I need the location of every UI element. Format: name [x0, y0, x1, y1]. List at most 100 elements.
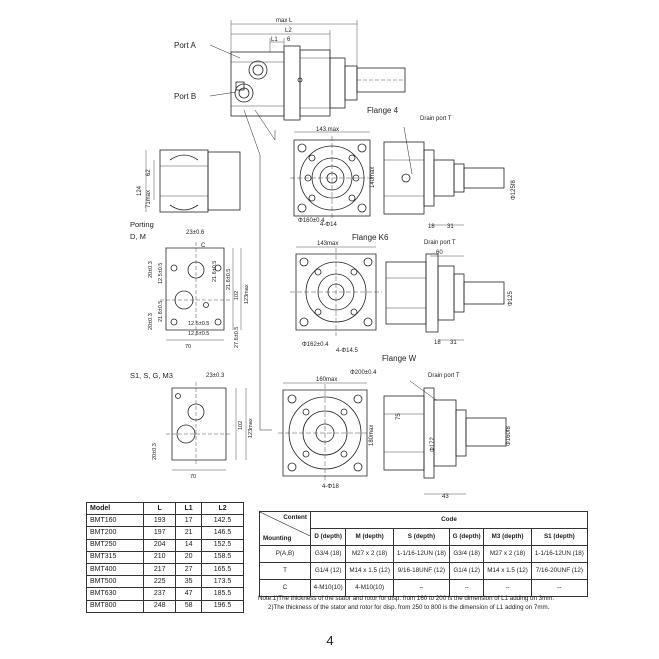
motor-side-view	[209, 20, 406, 121]
table-cell: M14 x 1.5 (12)	[483, 562, 532, 580]
dim-143-max-b: 143max	[317, 241, 338, 247]
dim-l1: L1	[271, 37, 278, 43]
corner-cell: Content Mounting	[259, 511, 311, 546]
label-flange-k6: Flange K6	[352, 233, 389, 242]
dim-43: 43	[442, 494, 449, 500]
col-l2: L2	[201, 501, 244, 516]
table-cell: 9/16-18UNF (12)	[392, 562, 451, 580]
code-column-header: S1 (depth)	[530, 528, 589, 546]
dim-4-14: 4-Φ14	[320, 222, 337, 228]
label-flange-4: Flange 4	[367, 106, 399, 115]
table-cell: --	[530, 579, 589, 597]
corner-mounting: Mounting	[263, 535, 292, 542]
table-cell: G3/4 (18)	[309, 545, 347, 563]
dim-125f8-1: Φ125f8	[511, 180, 517, 200]
table-cell: 196.5	[201, 599, 244, 613]
table-cell: BMT630	[85, 587, 145, 601]
dim-200: Φ200±0.4	[350, 370, 377, 376]
dim-31-2: 31	[450, 340, 457, 346]
dim-124: 124	[137, 185, 143, 196]
label-port-b: Port B	[174, 92, 196, 101]
table-cell: 142.5	[201, 514, 244, 528]
porting-view	[145, 149, 241, 213]
table-cell: 1-1/16-12UN (18)	[530, 545, 589, 563]
dim-18-1: 18	[428, 224, 435, 230]
dim-160: Φ160±0.4	[298, 218, 325, 224]
table-cell: --	[483, 579, 532, 597]
dim-max-l: max L	[276, 18, 293, 24]
code-column-header: G (depth)	[449, 528, 485, 546]
dim-20-03-a: 20±0.3	[148, 261, 154, 278]
table-cell: 173.5	[201, 575, 244, 589]
table-row: P(A,B)G3/4 (18)M27 x 2 (18)1-1/16-12UN (…	[259, 545, 589, 563]
dim-21-6-a: 21.6±0.5	[212, 261, 218, 282]
dim-62: 62	[146, 169, 152, 176]
technical-drawing: Port A Port B max L L2 L1 6 Flange 4 143…	[130, 18, 517, 500]
table-cell: M27 x 2 (18)	[345, 545, 394, 563]
table-cell: 146.5	[201, 526, 244, 540]
mounting-label: P(A,B)	[259, 545, 311, 563]
table-cell: 47	[175, 587, 203, 601]
dim-31-1: 31	[447, 224, 454, 230]
table-cell: BMT200	[85, 526, 145, 540]
col-model: Model	[85, 501, 145, 516]
corner-diagonal	[260, 512, 310, 536]
code-column-header: M3 (depth)	[483, 528, 532, 546]
dim-125: Φ125	[508, 291, 514, 306]
table-cell: 7/16-20UNF (12)	[530, 562, 589, 580]
table-cell: 158.5	[201, 550, 244, 564]
dim-21-8: 21.8±0.5	[158, 301, 164, 322]
dm-port-face	[160, 242, 242, 341]
notes: Note:1)The thickness of the stator and r…	[258, 594, 618, 612]
dim-123-max-b: 123max	[248, 418, 254, 438]
flange-4-front	[290, 131, 374, 220]
table-cell: 17	[175, 514, 203, 528]
table-cell: M27 x 2 (18)	[483, 545, 532, 563]
table-cell: 225	[143, 575, 177, 589]
table-cell: 152.5	[201, 538, 244, 552]
table-cell: M14 x 1.5 (12)	[345, 562, 394, 580]
table-cell: G1/4 (12)	[309, 562, 347, 580]
dim-23-06: 23±0.6	[186, 230, 205, 236]
s-port-face	[166, 382, 247, 471]
code-header: Code	[310, 511, 588, 529]
dim-70-a: 70	[185, 344, 191, 350]
table-cell: 21	[175, 526, 203, 540]
dim-12-5-b: 12.5±0.5	[188, 321, 209, 327]
label-drain-port-3: Drain port T	[428, 373, 460, 379]
dim-140-max: 140max	[370, 167, 376, 188]
dim-18-2: 18	[434, 340, 441, 346]
col-l: L	[143, 501, 177, 516]
dim-71-max: 71max	[146, 190, 152, 208]
dim-4-18: 4-Φ18	[322, 484, 339, 490]
table-cell: 237	[143, 587, 177, 601]
table-cell: 14	[175, 538, 203, 552]
table-cell: 4-M10(10)	[345, 579, 394, 597]
flange-k6-side	[385, 253, 505, 341]
table-cell: BMT250	[85, 538, 145, 552]
dim-20-03-c: 20±0.3	[152, 443, 158, 460]
flange-w-side	[383, 380, 507, 495]
table-cell: 248	[143, 599, 177, 613]
label-drain-port-1: Drain port T	[420, 116, 452, 122]
dim-l2: L2	[285, 28, 292, 34]
table-cell: 217	[143, 562, 177, 577]
table-cell: BMT160	[85, 514, 145, 528]
corner-content: Content	[283, 514, 307, 521]
dim-102-b: 102	[238, 421, 244, 430]
table-cell: BMT400	[85, 562, 145, 577]
flange-w-front	[278, 382, 372, 482]
table-cell: 20	[175, 550, 203, 564]
table-cell: BMT315	[85, 550, 145, 564]
table-cell: G1/4 (12)	[449, 562, 485, 580]
table-cell: 35	[175, 575, 203, 589]
col-l1: L1	[175, 501, 203, 516]
